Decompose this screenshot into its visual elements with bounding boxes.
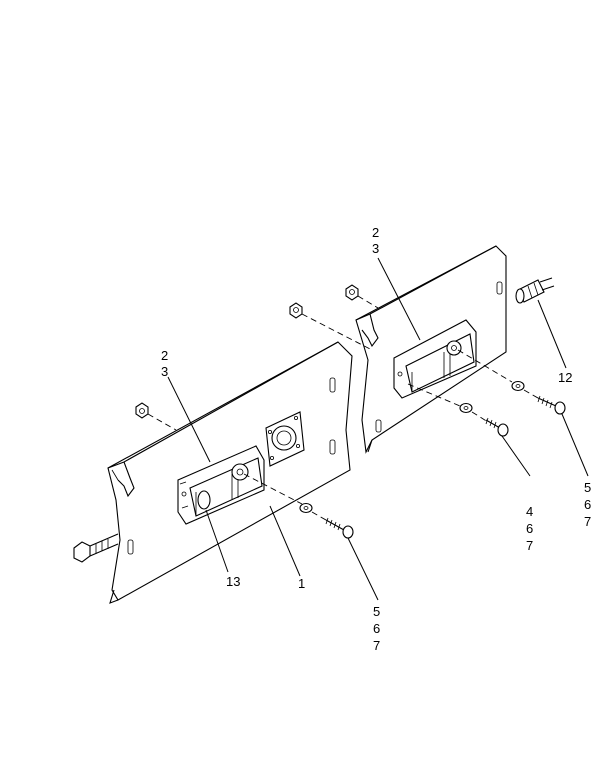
wiring-harness-connector	[515, 277, 555, 304]
callout-right-screw-b: 6	[584, 497, 591, 512]
callout-right-lamp-bottom: 3	[372, 241, 379, 256]
callout-left-lamp-top: 2	[161, 348, 168, 363]
leader-receptacle	[205, 509, 229, 573]
left-upper-nut	[135, 402, 149, 419]
callout-right-screw-a: 5	[584, 480, 591, 495]
left-bolt	[73, 533, 119, 563]
left-screw-dashline	[311, 511, 327, 521]
callout-left-lamp-bottom: 3	[161, 364, 168, 379]
leader-lower-screw	[347, 537, 379, 601]
electrical-receptacle	[265, 411, 305, 467]
right-washer	[511, 380, 525, 392]
callout-right-screw-c: 7	[584, 514, 591, 529]
leader-right-screw	[561, 413, 589, 477]
right-lamp-assembly	[393, 319, 477, 399]
middle-screw	[485, 417, 509, 437]
right-screw-dashline	[523, 389, 539, 399]
middle-nut-dashline	[301, 313, 373, 351]
left-lamp-assembly	[177, 445, 265, 525]
callout-lower-screw-c: 7	[373, 638, 380, 653]
left-lamp-dashline	[243, 473, 303, 505]
callout-receptacle: 13	[226, 574, 240, 589]
right-upper-nut	[345, 284, 359, 301]
middle-nut	[289, 302, 303, 319]
right-nut-dashline	[357, 295, 379, 309]
callout-middle-screw-b: 6	[526, 521, 533, 536]
leader-left-lamp	[167, 376, 211, 463]
leader-middle-screw	[501, 435, 531, 477]
right-lamp-dashline-a	[457, 349, 513, 383]
lower-screw	[325, 517, 354, 539]
lower-washer	[299, 502, 313, 514]
middle-screw-dashline	[471, 411, 489, 423]
right-screw	[537, 395, 566, 415]
leader-harness	[537, 299, 567, 369]
callout-right-lamp-top: 2	[372, 225, 379, 240]
callout-middle-screw-a: 4	[526, 504, 533, 519]
callout-harness: 12	[558, 370, 572, 385]
middle-washer	[459, 402, 473, 414]
callout-lower-screw-b: 6	[373, 621, 380, 636]
callout-middle-screw-c: 7	[526, 538, 533, 553]
leader-right-lamp	[377, 257, 421, 341]
callout-panel: 1	[298, 576, 305, 591]
callout-lower-screw-a: 5	[373, 604, 380, 619]
leader-panel	[269, 505, 301, 577]
left-nut-dashline	[147, 413, 177, 431]
